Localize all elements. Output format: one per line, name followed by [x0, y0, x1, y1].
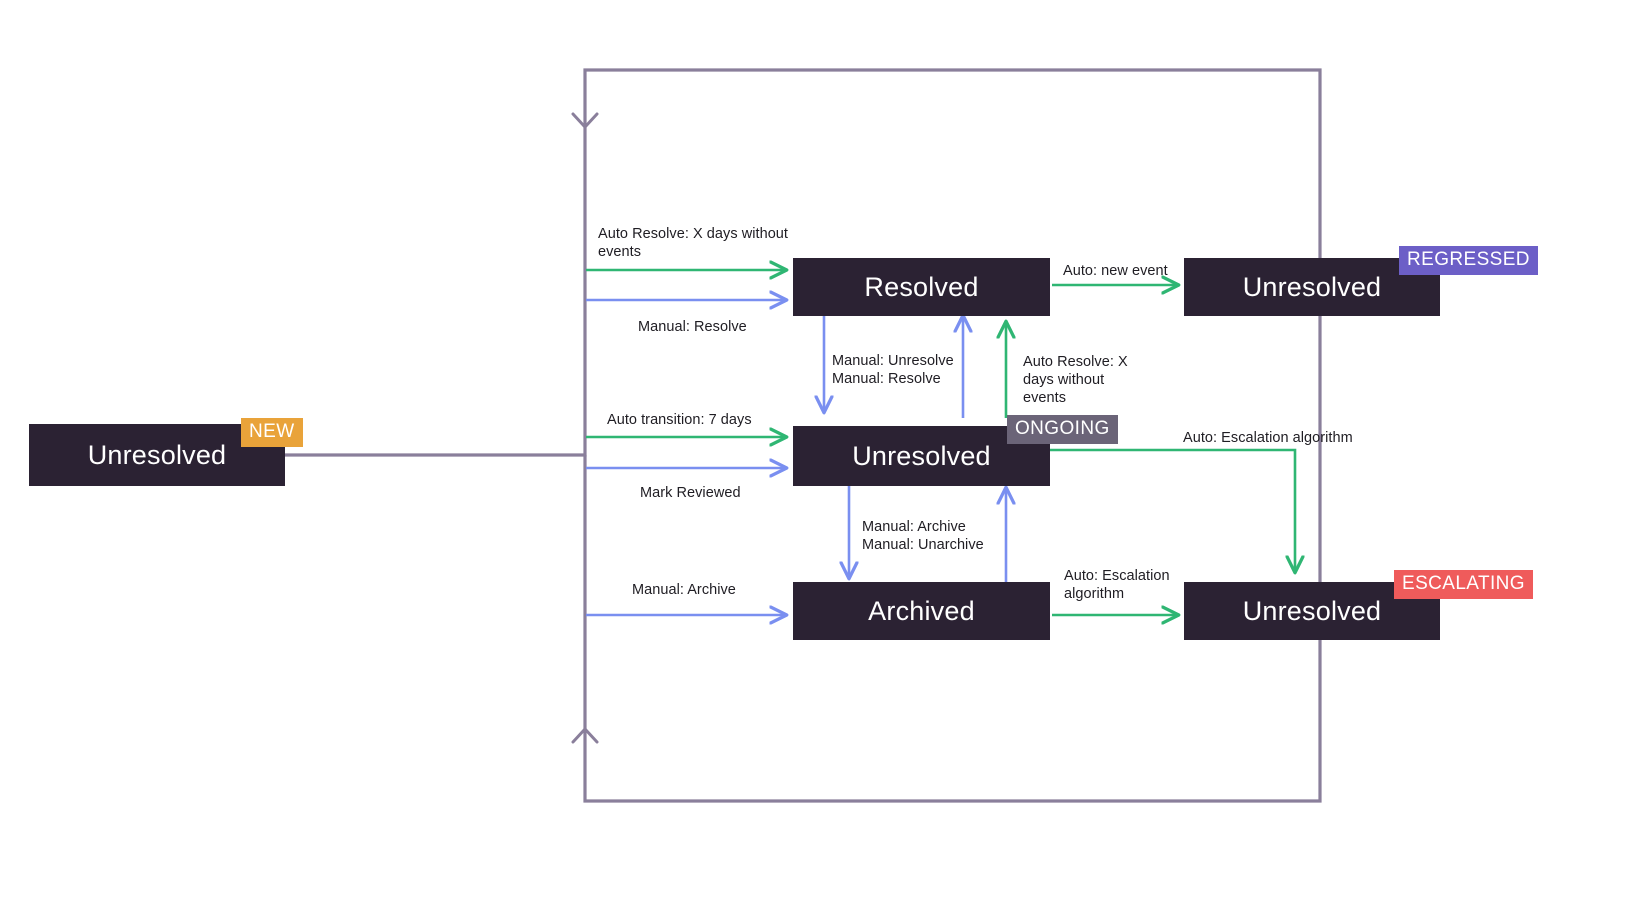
- status-badge-ongoing: ONGOING: [1007, 415, 1118, 444]
- node-resolved[interactable]: Resolved: [793, 258, 1050, 316]
- node-unresolved-regressed[interactable]: Unresolved: [1184, 258, 1440, 316]
- manual-edges: [586, 300, 1006, 615]
- badge-label: ONGOING: [1015, 418, 1110, 439]
- edge-label-auto-escalation-top: Auto: Escalation algorithm: [1183, 430, 1353, 446]
- edge-label-manual-unresolve-resolve: Manual: Unresolve Manual: Resolve: [832, 353, 954, 388]
- status-badge-escalating: ESCALATING: [1394, 570, 1533, 599]
- auto-edges: [586, 270, 1295, 615]
- edge-label-manual-resolve: Manual: Resolve: [638, 319, 747, 335]
- edge-auto-escalation-ongoing: [1050, 448, 1295, 572]
- node-label: Unresolved: [852, 440, 991, 471]
- status-badge-regressed: REGRESSED: [1399, 246, 1538, 275]
- badge-label: NEW: [249, 421, 295, 442]
- badge-label: ESCALATING: [1402, 573, 1525, 594]
- edge-label-manual-archive: Manual: Archive: [632, 582, 736, 598]
- node-archived[interactable]: Archived: [793, 582, 1050, 640]
- node-label: Archived: [868, 595, 975, 626]
- node-label: Unresolved: [1242, 271, 1382, 302]
- edge-label-manual-archive-unarchive: Manual: Archive Manual: Unarchive: [862, 519, 984, 554]
- edge-label-auto-escalation-bottom: Auto: Escalation algorithm: [1064, 568, 1170, 603]
- edge-label-mark-reviewed: Mark Reviewed: [640, 485, 741, 501]
- status-badge-new: NEW: [241, 418, 303, 447]
- node-label: Resolved: [864, 271, 979, 302]
- node-label: Unresolved: [1242, 595, 1382, 626]
- edge-label-auto-new-event: Auto: new event: [1063, 263, 1168, 279]
- node-unresolved-new[interactable]: Unresolved: [29, 424, 285, 486]
- edge-label-auto-transition: Auto transition: 7 days: [607, 412, 752, 428]
- node-label: Unresolved: [87, 439, 227, 470]
- edge-label-auto-resolve-top: Auto Resolve: X days without events: [598, 226, 788, 261]
- edge-label-auto-resolve-up: Auto Resolve: X days without events: [1023, 354, 1128, 407]
- badge-label: REGRESSED: [1407, 249, 1530, 270]
